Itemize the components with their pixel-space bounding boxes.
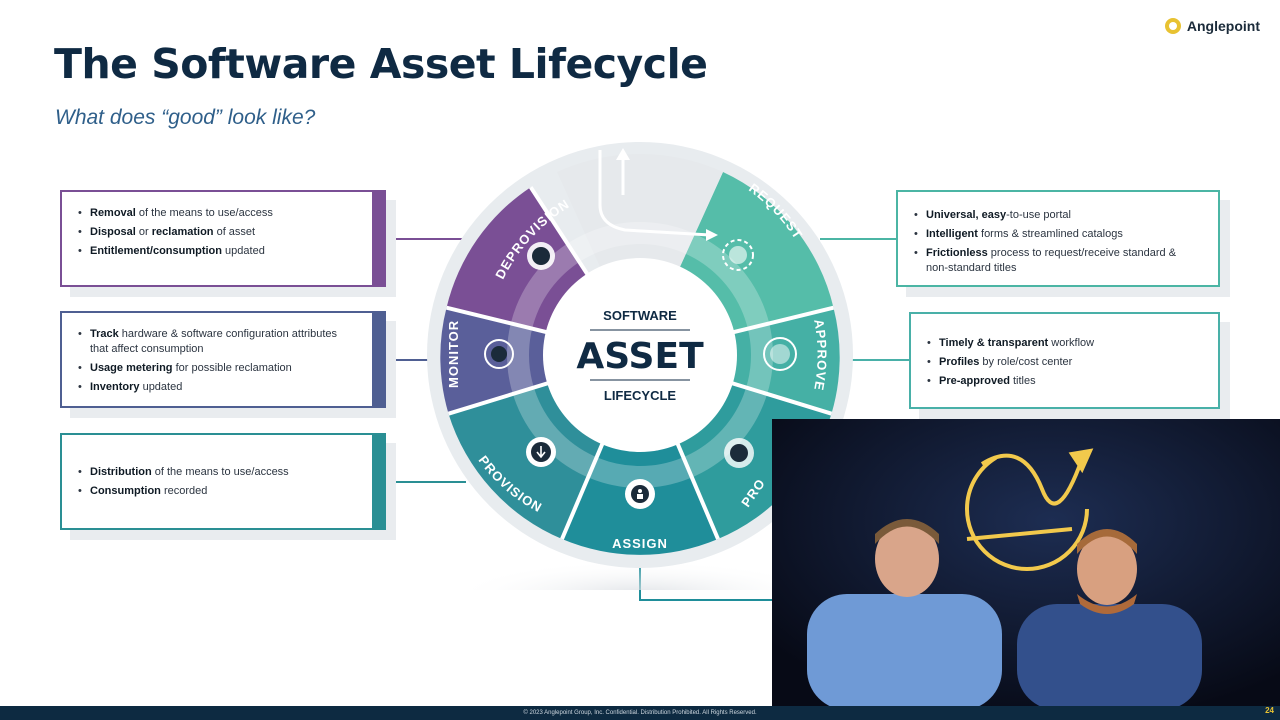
presenter-left	[807, 519, 1002, 710]
footer-bar: © 2023 Anglepoint Group, Inc. Confidenti…	[0, 706, 1280, 720]
info-box-monitor: Track hardware & software configuration …	[60, 311, 386, 408]
list-item: Usage metering for possible reclamation	[78, 361, 354, 376]
info-box-deprovision: Removal of the means to use/access Dispo…	[60, 190, 386, 287]
connector-assign-h	[639, 599, 779, 601]
inner-track	[507, 222, 773, 488]
list-item: Consumption recorded	[78, 484, 354, 499]
list-item: Track hardware & software configuration …	[78, 327, 354, 357]
list-item: Profiles by role/cost center	[927, 355, 1200, 370]
list-item: Frictionless process to request/receive …	[914, 246, 1200, 276]
stage-icons	[484, 239, 797, 509]
footer-copyright: © 2023 Anglepoint Group, Inc. Confidenti…	[523, 710, 757, 716]
center-top-label: SOFTWARE	[603, 308, 677, 323]
logo-text: Anglepoint	[1186, 18, 1260, 34]
request-list: Universal, easy-to-use portal Intelligen…	[914, 208, 1200, 276]
segment-assign	[562, 355, 718, 555]
flow-arrow	[598, 150, 711, 237]
deprovision-list: Removal of the means to use/access Dispo…	[78, 206, 354, 259]
connector-approve	[850, 359, 909, 361]
page-subtitle: What does “good” look like?	[55, 106, 316, 129]
monitor-list: Track hardware & software configuration …	[78, 327, 354, 395]
list-item: Pre-approved titles	[927, 374, 1200, 389]
deprovision-icon	[527, 242, 555, 270]
page-number: 24	[1265, 706, 1274, 715]
page-title: The Software Asset Lifecycle	[54, 40, 708, 88]
presenter-video-scene	[772, 419, 1280, 710]
list-item: Timely & transparent workflow	[927, 336, 1200, 351]
connector-monitor	[386, 359, 436, 361]
connector-request	[820, 238, 896, 240]
neon-logo-icon	[965, 447, 1094, 571]
segment-approve	[640, 307, 840, 414]
info-box-provision: Distribution of the means to use/access …	[60, 433, 386, 530]
center-hub	[543, 258, 737, 452]
info-box-approve: Timely & transparent workflow Profiles b…	[909, 312, 1220, 409]
list-item: Disposal or reclamation of asset	[78, 225, 354, 240]
list-item: Universal, easy-to-use portal	[914, 208, 1200, 223]
presenter-video	[772, 419, 1280, 710]
anglepoint-logo: Anglepoint	[1164, 18, 1260, 34]
connector-provision	[386, 481, 466, 483]
segment-monitor	[440, 307, 640, 414]
list-item: Entitlement/consumption updated	[78, 244, 354, 259]
provision-list: Distribution of the means to use/access …	[78, 465, 354, 499]
arrowhead-right-icon	[706, 229, 718, 241]
anglepoint-logo-icon	[1164, 18, 1181, 34]
info-box-request: Universal, easy-to-use portal Intelligen…	[896, 190, 1220, 287]
center-main-label: ASSET	[576, 336, 704, 377]
stage-label-assign: ASSIGN	[612, 536, 668, 551]
connector-deprovision	[386, 238, 466, 240]
approve-list: Timely & transparent workflow Profiles b…	[927, 336, 1200, 389]
list-item: Intelligent forms & streamlined catalogs	[914, 227, 1200, 242]
list-item: Distribution of the means to use/access	[78, 465, 354, 480]
provision-icon	[526, 437, 556, 467]
list-item: Removal of the means to use/access	[78, 206, 354, 221]
stage-label-approve: APPROVE	[811, 318, 829, 392]
arrowhead-up-icon	[616, 148, 630, 160]
request-icon	[722, 239, 754, 271]
presenter-right	[1017, 529, 1202, 710]
procure-icon	[724, 438, 754, 468]
monitor-icon	[484, 339, 514, 369]
assign-icon	[625, 479, 655, 509]
list-item: Inventory updated	[78, 380, 354, 395]
stage-label-monitor: MONITOR	[446, 320, 461, 388]
center-bottom-label: LIFECYCLE	[604, 388, 677, 403]
approve-icon	[763, 337, 797, 371]
